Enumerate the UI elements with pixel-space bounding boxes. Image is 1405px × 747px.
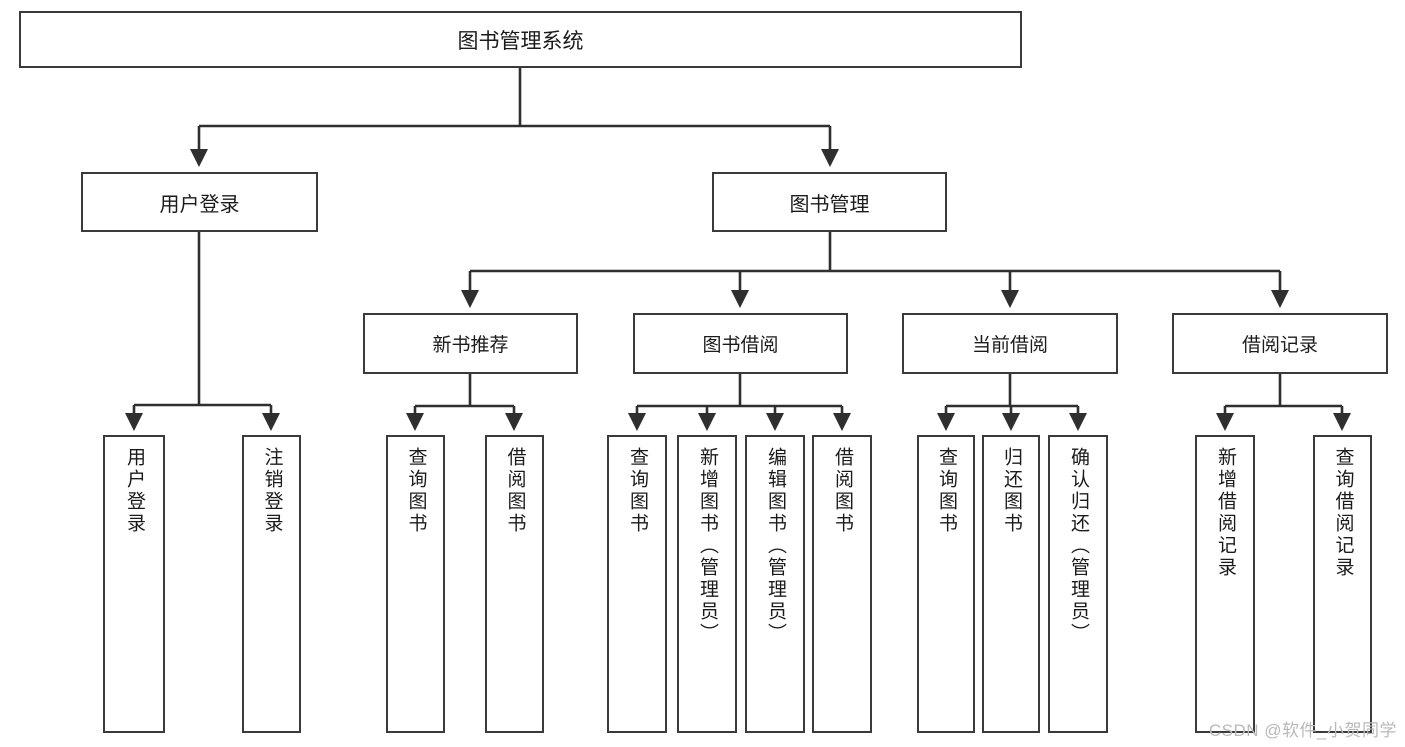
leaf-edit-book[interactable]: 编辑图书（管理员） <box>745 435 805 733</box>
leaf-user-login[interactable]: 用户登录 <box>103 435 165 733</box>
node-label: 查询借阅记录 <box>1332 447 1354 579</box>
node-label: 归还图书 <box>1000 447 1022 535</box>
leaf-add-book[interactable]: 新增图书（管理员） <box>677 435 737 733</box>
node-label: 用户登录 <box>123 447 145 535</box>
leaf-query-book-2[interactable]: 查询图书 <box>607 435 667 733</box>
node-label: 图书管理 <box>789 193 870 216</box>
node-label: 新增图书（管理员） <box>696 447 718 645</box>
node-label: 查询图书 <box>935 447 957 535</box>
leaf-borrow-book-2[interactable]: 借阅图书 <box>812 435 872 733</box>
node-label: 查询图书 <box>626 447 648 535</box>
node-current-borrow[interactable]: 当前借阅 <box>902 313 1118 374</box>
node-book-manage[interactable]: 图书管理 <box>712 172 947 232</box>
leaf-query-record[interactable]: 查询借阅记录 <box>1313 435 1372 733</box>
node-label: 图书管理系统 <box>457 29 584 53</box>
node-borrow-records[interactable]: 借阅记录 <box>1172 313 1388 374</box>
node-label: 借阅图书 <box>831 447 853 535</box>
node-label: 确认归还（管理员） <box>1067 447 1089 645</box>
node-label: 新书推荐 <box>432 335 509 356</box>
node-book-borrow[interactable]: 图书借阅 <box>633 313 848 374</box>
node-label: 当前借阅 <box>971 335 1048 356</box>
leaf-logout[interactable]: 注销登录 <box>242 435 301 733</box>
node-root-system[interactable]: 图书管理系统 <box>19 11 1022 68</box>
leaf-query-book-3[interactable]: 查询图书 <box>917 435 975 733</box>
node-new-book-rec[interactable]: 新书推荐 <box>363 313 578 374</box>
node-label: 用户登录 <box>159 193 240 216</box>
node-label: 编辑图书（管理员） <box>764 447 786 645</box>
leaf-confirm-return[interactable]: 确认归还（管理员） <box>1048 435 1108 733</box>
node-label: 新增借阅记录 <box>1214 447 1236 579</box>
leaf-return-book[interactable]: 归还图书 <box>982 435 1040 733</box>
leaf-borrow-book-1[interactable]: 借阅图书 <box>485 435 544 733</box>
leaf-add-record[interactable]: 新增借阅记录 <box>1195 435 1255 733</box>
leaf-query-book-1[interactable]: 查询图书 <box>386 435 445 733</box>
node-label: 查询图书 <box>405 447 427 535</box>
node-label: 借阅图书 <box>504 447 526 535</box>
node-label: 注销登录 <box>261 447 283 535</box>
node-user-login[interactable]: 用户登录 <box>81 172 318 232</box>
node-label: 借阅记录 <box>1241 335 1318 356</box>
node-label: 图书借阅 <box>702 335 779 356</box>
